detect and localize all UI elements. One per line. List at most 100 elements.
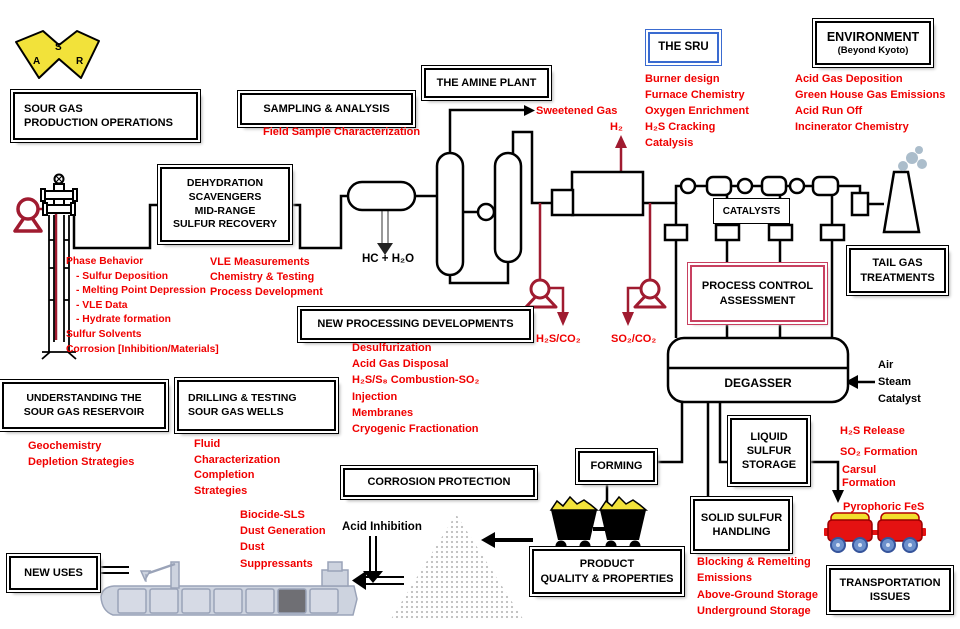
box-line: SOLID SULFUR (700, 511, 783, 524)
box-drilling-testing: DRILLING & TESTING SOUR GAS WELLS (177, 380, 336, 431)
box-dehydration: DEHYDRATION SCAVENGERS MID-RANGE SULFUR … (160, 167, 290, 242)
box-tail-gas-treatments: TAIL GAS TREATMENTS (849, 248, 946, 293)
note-line: H₂S Cracking (645, 121, 716, 133)
box-line: SULFUR (746, 444, 792, 457)
note-line: Dust Generation (240, 525, 326, 538)
box-liquid-sulfur-storage: LIQUID SULFUR STORAGE (730, 418, 808, 484)
box-line: TREATMENTS (860, 271, 935, 284)
acid-gas-pump-2 (633, 278, 667, 309)
box-corrosion-protection: CORROSION PROTECTION (343, 468, 535, 497)
box-amine-plant: THE AMINE PLANT (424, 68, 549, 98)
box-environment: ENVIRONMENT (Beyond Kyoto) (815, 21, 931, 65)
note-wells-list: Fluid Characterization Completion Strate… (194, 437, 280, 499)
note-solid-handling-list: Blocking & Remelting Emissions Above-Gro… (697, 554, 818, 619)
note-line: Phase Behavior (66, 256, 144, 267)
note-line: Characterization (194, 453, 281, 466)
box-subtitle: (Beyond Kyoto) (837, 44, 909, 56)
cargo-ship (100, 561, 358, 616)
note-line: - Sulfur Deposition (76, 270, 169, 282)
black-arrowheads (524, 105, 858, 503)
box-line: DRILLING & TESTING (188, 391, 297, 404)
note-line: Catalysis (645, 137, 694, 149)
note-environment-list: Acid Gas Deposition Green House Gas Emis… (795, 71, 945, 135)
process-vessels (346, 151, 921, 404)
liquid-sulfur-out-arrowhead (832, 490, 844, 503)
note-line: Above-Ground Storage (697, 588, 819, 601)
box-understanding-reservoir: UNDERSTANDING THE SOUR GAS RESERVOIR (2, 382, 166, 429)
box-process-control-assessment: PROCESS CONTROL ASSESSMENT (690, 265, 825, 322)
note-reservoir-list: Geochemistry Depletion Strategies (28, 438, 134, 470)
box-solid-sulfur-handling: SOLID SULFUR HANDLING (693, 499, 790, 551)
note-line: Suppressants (240, 557, 313, 570)
sulfur-carts (549, 495, 649, 552)
note-processing-list: Desulfurization Acid Gas Disposal H₂S/S₈… (352, 340, 479, 437)
wellhead-christmas-tree (40, 173, 78, 216)
note-h2s-release: H₂S Release (840, 425, 905, 437)
reaction-furnace (570, 170, 645, 217)
note-line: Corrosion [Inhibition/Materials] (66, 343, 219, 355)
degasser-vessel (666, 336, 850, 404)
box-line: FORMING (590, 460, 643, 473)
box-line: STORAGE (741, 459, 797, 472)
crimson-arrowheads (557, 135, 634, 326)
box-sampling-analysis: SAMPLING & ANALYSIS (240, 93, 413, 125)
air-steam-arrowhead (845, 375, 858, 389)
condenser-leg-2 (714, 223, 741, 242)
box-line: SOUR GAS WELLS (188, 405, 284, 418)
well-bore (41, 215, 77, 360)
stack-smoke (898, 146, 927, 171)
note-line: Green House Gas Emissions (795, 89, 946, 101)
logo-letter-s: S (55, 42, 62, 53)
condenser-leg-1 (663, 223, 689, 242)
note-line: H₂S/S₈ Combustion-SO₂ (352, 374, 480, 387)
note-carsul: Carsul (842, 464, 877, 476)
box-line: ENVIRONMENT (826, 29, 920, 44)
note-line: Catalyst (878, 393, 921, 405)
box-line: ISSUES (869, 591, 911, 603)
box-the-sru: THE SRU (648, 32, 719, 63)
sru-converter-2 (760, 175, 788, 197)
note-air-steam-catalyst: Air Steam Catalyst (878, 357, 921, 408)
pile-to-ship-arrow (352, 571, 404, 590)
sru-blower-2 (736, 177, 754, 195)
box-line: SOUR GAS RESERVOIR (23, 405, 145, 418)
box-new-uses: NEW USES (9, 556, 98, 590)
note-line: Sulfur Solvents (66, 328, 142, 340)
box-line: SULFUR RECOVERY (172, 218, 278, 231)
sulfur-prill-pile (391, 514, 523, 619)
box-line: SCAVENGERS (188, 190, 262, 203)
acid-gas-pump-1 (524, 278, 558, 309)
h2s-co2-arrowhead (557, 312, 569, 326)
sru-blower-1 (679, 177, 697, 195)
inlet-separator-drum (346, 180, 417, 212)
product-to-pile-arrow (481, 532, 533, 548)
box-line: UNDERSTANDING THE (26, 391, 142, 404)
box-line: TRANSPORTATION (839, 576, 941, 589)
box-line: PRODUCT (579, 558, 635, 571)
note-line: Furnace Chemistry (645, 89, 745, 101)
amine-absorber-column (435, 151, 465, 277)
note-line: Steam (878, 376, 912, 388)
box-line: LIQUID (750, 430, 788, 443)
note-hc-h2o: HC + H₂O (362, 253, 415, 265)
note-line: Desulfurization (352, 342, 432, 354)
note-line: Completion (194, 469, 255, 482)
box-catalysts: CATALYSTS (713, 198, 790, 224)
incinerator-inlet (850, 191, 870, 217)
note-line: Injection (352, 390, 398, 403)
box-sour-gas-production: SOUR GAS PRODUCTION OPERATIONS (13, 92, 198, 140)
h2-arrowhead (615, 135, 627, 148)
box-line: NEW USES (24, 566, 83, 579)
box-transportation-issues: TRANSPORTATION ISSUES (829, 568, 951, 612)
well-pump (13, 197, 43, 233)
incinerator-stack (882, 170, 921, 234)
so2-co2-arrowhead (622, 312, 634, 326)
note-line: - Hydrate formation (76, 314, 171, 326)
condenser-leg-3 (767, 223, 794, 242)
box-line: SOUR GAS (24, 102, 83, 115)
note-acid-inhibition: Acid Inhibition (342, 521, 422, 533)
note-field-sample: Field Sample Characterization (263, 126, 421, 138)
note-line: Cryogenic Fractionation (352, 423, 479, 436)
note-line: Geochemistry (28, 440, 102, 452)
